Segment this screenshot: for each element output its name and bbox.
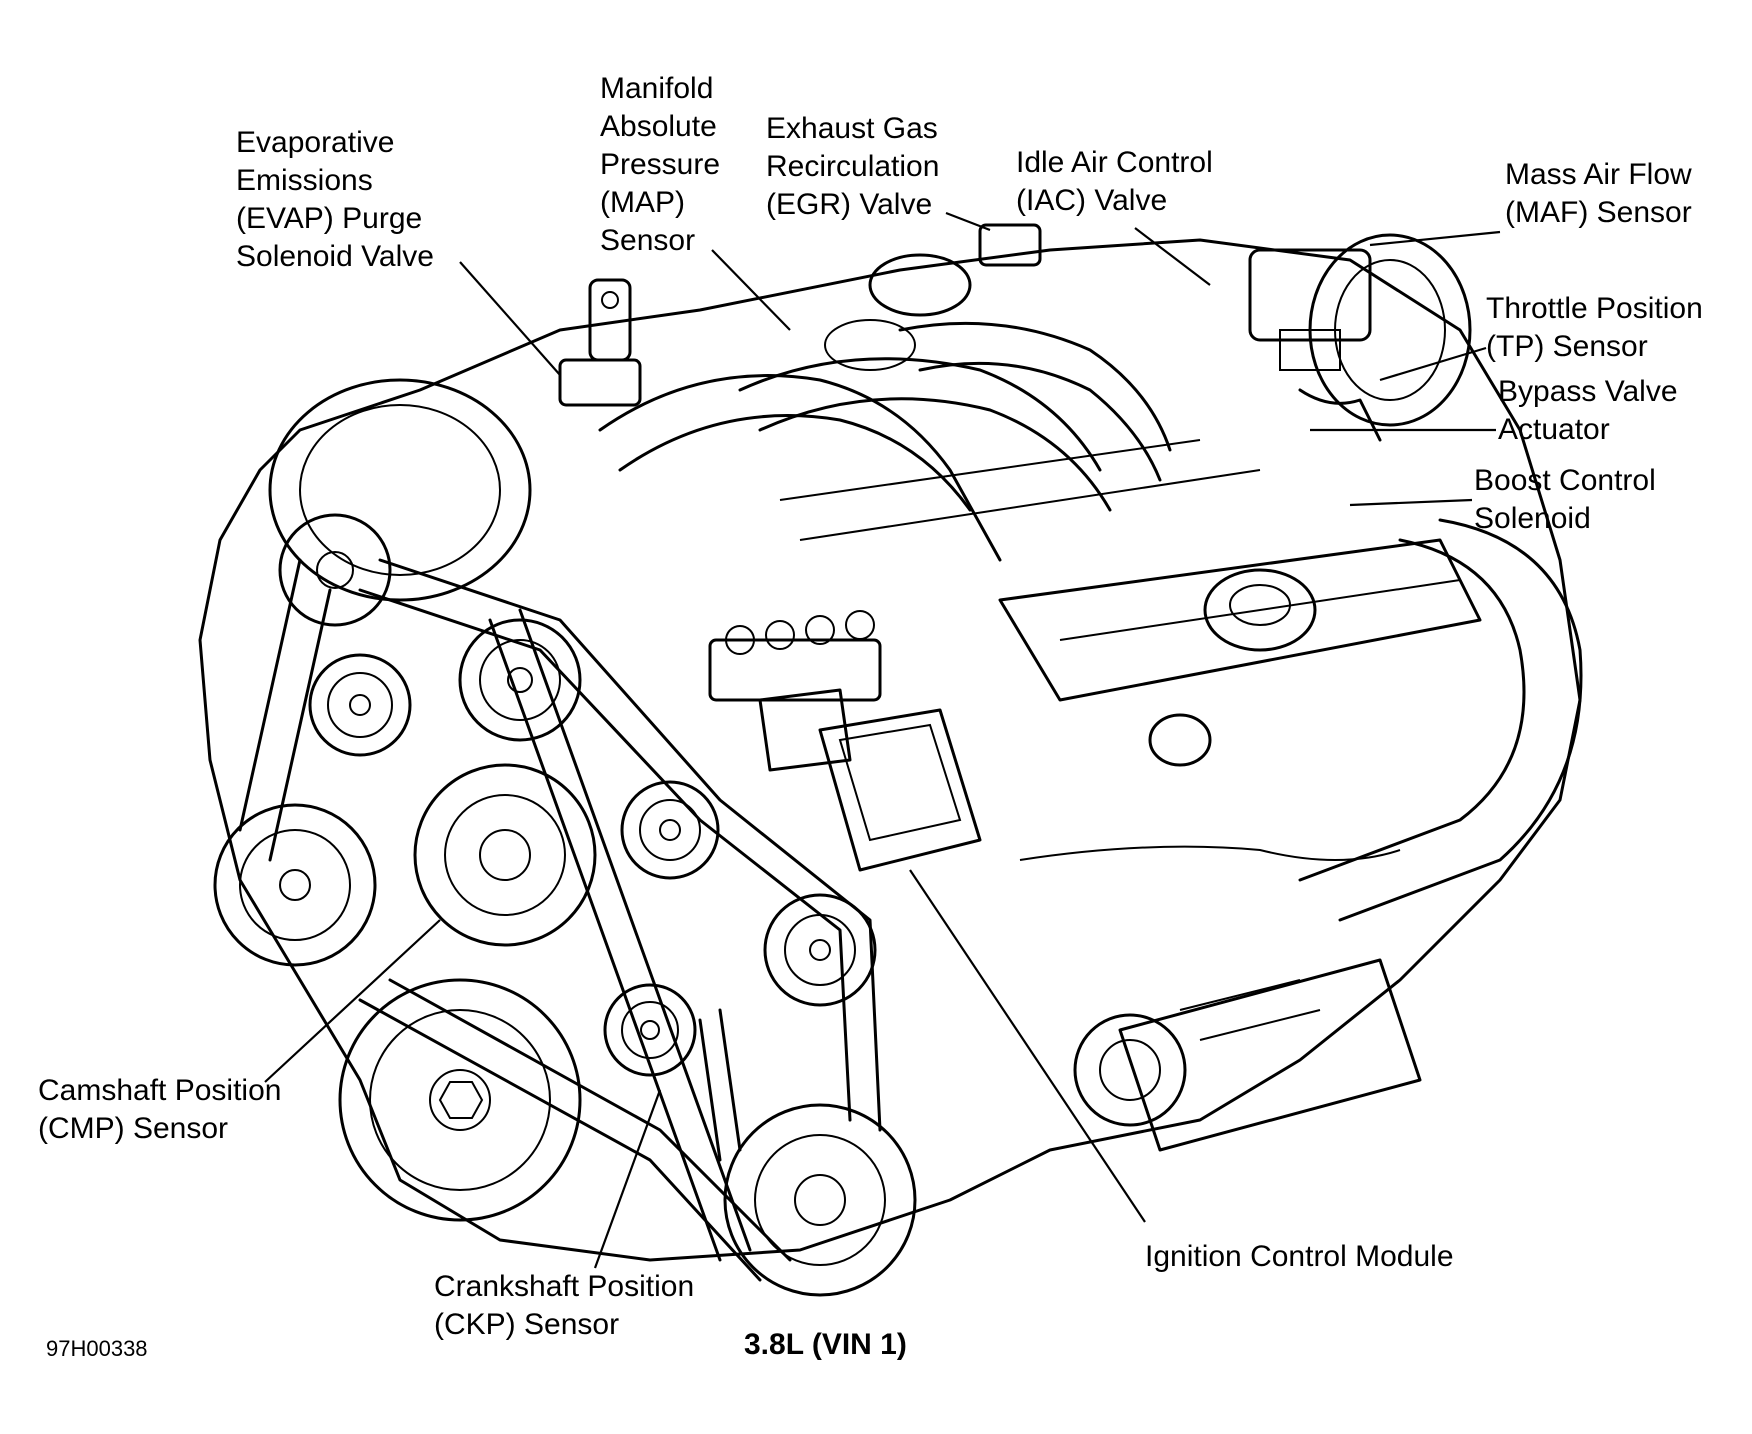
label-bypass-valve-actuator: Bypass Valve Actuator xyxy=(1498,375,1678,446)
label-maf-sensor: Mass Air Flow (MAF) Sensor xyxy=(1505,158,1692,229)
label-cmp-sensor: Camshaft Position (CMP) Sensor xyxy=(38,1074,282,1145)
label-iac-valve: Idle Air Control (IAC) Valve xyxy=(1016,146,1213,217)
egr-valve-drawing xyxy=(824,223,1042,371)
leader-lines xyxy=(264,211,1501,1269)
pulleys xyxy=(213,618,1187,1297)
label-ckp-sensor: Crankshaft Position (CKP) Sensor xyxy=(434,1270,695,1341)
label-evap-purge-solenoid: Evaporative Emissions (EVAP) Purge Solen… xyxy=(236,126,434,273)
label-boost-control-solenoid: Boost Control Solenoid xyxy=(1474,464,1656,535)
intake-manifold xyxy=(598,321,1482,702)
starter-drawing xyxy=(1118,958,1422,1152)
evap-solenoid-drawing xyxy=(558,278,642,407)
oil-cap-drawing xyxy=(1148,568,1317,767)
throttle-body xyxy=(1248,233,1472,442)
generator-drawing xyxy=(268,378,532,627)
intake-duct xyxy=(1019,518,1583,922)
figure-reference-code: 97H00338 xyxy=(46,1336,148,1361)
serpentine-belt xyxy=(238,558,882,1282)
label-map-sensor: Manifold Absolute Pressure (MAP) Sensor xyxy=(600,72,721,257)
engine-block-outline xyxy=(198,238,1582,1262)
ignition-module-drawing xyxy=(708,610,982,872)
label-egr-valve: Exhaust Gas Recirculation (EGR) Valve xyxy=(766,112,940,221)
label-tp-sensor: Throttle Position (TP) Sensor xyxy=(1486,292,1703,363)
figure-caption: 3.8L (VIN 1) xyxy=(744,1328,907,1361)
label-ignition-control-module: Ignition Control Module xyxy=(1145,1240,1454,1273)
